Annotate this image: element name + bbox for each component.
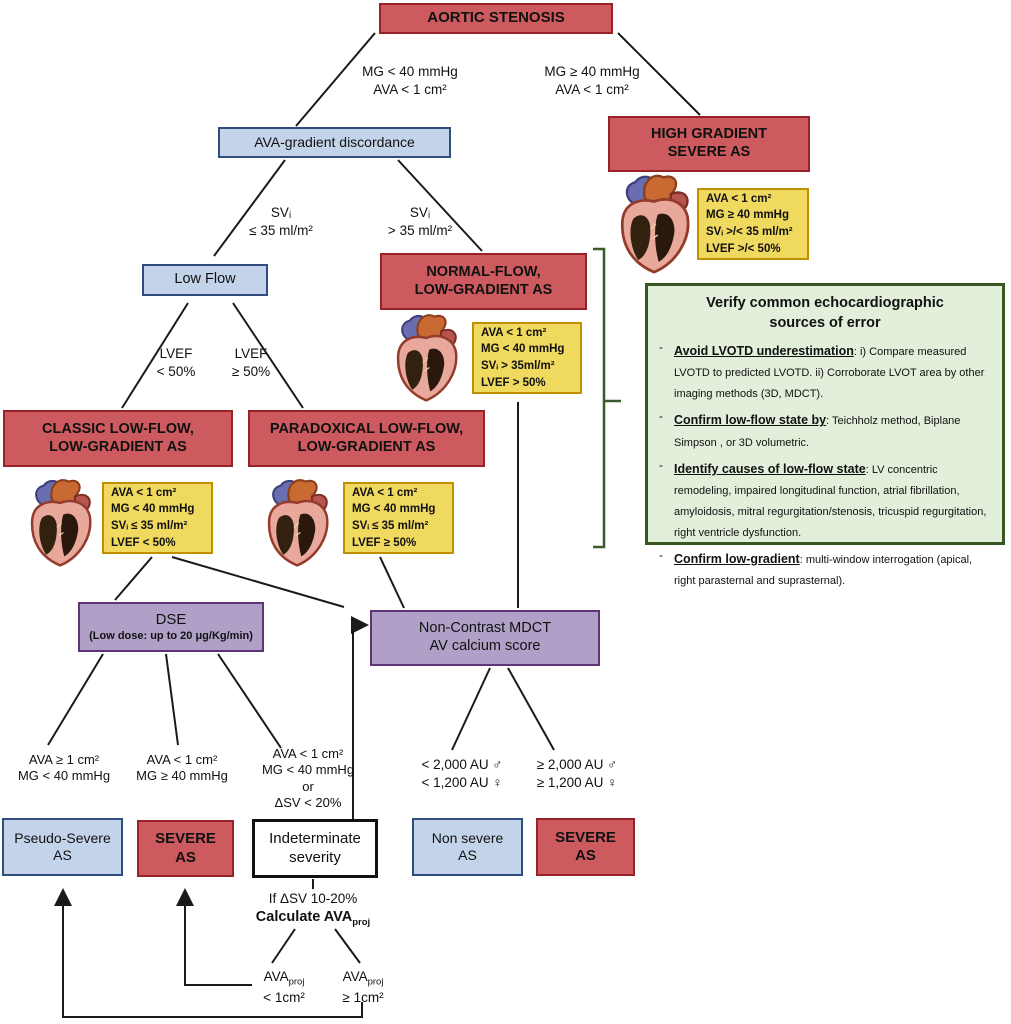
heart-illustration [261,472,335,570]
node-mdct-calcium-score: Non-Contrast MDCT AV calcium score [370,610,600,666]
node-normal-flow-low-gradient-as: NORMAL-FLOW, LOW-GRADIENT AS [380,253,587,310]
criteria-line: AVA < 1 cm² [111,486,177,499]
branch-label-dse-indeterminate: AVA < 1 cm² MG < 40 mmHg or ΔSV < 20% [261,746,355,810]
node-aortic-stenosis: AORTIC STENOSIS [379,3,613,34]
node-label: NORMAL-FLOW, [426,263,541,280]
node-label: SEVERE [555,828,616,846]
branch-label-mdct-severe: ≥ 2,000 AU ♂ ≥ 1,200 AU ♀ [536,757,618,790]
node-dse: DSE (Low dose: up to 20 μg/Kg/min) [78,602,264,652]
error-item: - Identify causes of low-flow state: LV … [648,458,1002,542]
label-calculate-ava-proj: If ΔSV 10-20% Calculate AVAproj [255,891,371,928]
node-label: AS [458,847,477,863]
criteria-line: AVA < 1 cm² [481,326,547,339]
branch-label-lvef-low: LVEF < 50% [156,346,196,379]
branch-label-svi-high: SVᵢ > 35 ml/m² [387,205,453,238]
criteria-box-normal-flow: AVA < 1 cm² MG < 40 mmHg SVᵢ > 35ml/m² L… [472,322,582,394]
node-label: SEVERE [155,830,216,848]
node-label: AS [53,847,72,863]
node-label: CLASSIC LOW-FLOW, [42,420,194,437]
criteria-box-classic: AVA < 1 cm² MG < 40 mmHg SVᵢ ≤ 35 ml/m² … [102,482,213,554]
node-label: Non-Contrast MDCT [418,620,552,637]
node-label: LOW-GRADIENT AS [297,438,436,455]
node-label: PARADOXICAL LOW-FLOW, [269,420,464,437]
brace-to-error-box [593,247,621,549]
node-indeterminate-severity: Indeterminate severity [252,819,378,878]
bullet-dash: - [659,409,663,424]
node-label: Non severe [431,829,504,846]
branch-label-mg-ge40: MG ≥ 40 mmHg AVA < 1 cm² [544,64,640,97]
node-label: AORTIC STENOSIS [427,9,565,27]
node-label: AS [575,847,596,864]
node-label: LOW-GRADIENT AS [49,438,187,455]
error-item: - Avoid LVOTD underestimation: i) Compar… [648,340,1002,403]
node-label: HIGH GRADIENT [651,126,767,143]
node-label: Low Flow [174,271,236,288]
heart-illustration [613,170,697,274]
criteria-line: SVᵢ >/< 35 ml/m² [706,226,793,238]
branch-label-dse-severe: AVA < 1 cm² MG ≥ 40 mmHg [136,752,228,784]
node-label: DSE [155,610,187,628]
error-item: - Confirm low-gradient: multi-window int… [648,548,1002,590]
criteria-line: LVEF < 50% [111,536,176,549]
heart-illustration [386,310,468,402]
node-severe-as-mdct: SEVERE AS [536,818,635,876]
criteria-line: LVEF >/< 50% [706,242,781,255]
branch-label-mg-lt40: MG < 40 mmHg AVA < 1 cm² [362,64,458,97]
criteria-box-high-gradient: AVA < 1 cm² MG ≥ 40 mmHg SVᵢ >/< 35 ml/m… [697,188,809,260]
error-panel-items: - Avoid LVOTD underestimation: i) Compar… [648,340,1002,590]
node-label: Pseudo-Severe [14,829,111,846]
branch-label-lvef-high: LVEF ≥ 50% [231,346,271,379]
node-label: Indeterminate [269,830,361,848]
node-label: SEVERE AS [667,144,751,160]
error-item: - Confirm low-flow state by: Teichholz m… [648,409,1002,451]
bullet-dash: - [659,340,663,355]
node-label: LOW-GRADIENT AS [414,281,553,298]
heart-illustration [24,472,98,570]
criteria-line: SVᵢ > 35ml/m² [481,360,555,372]
node-label: AV calcium score [429,638,541,654]
criteria-line: MG < 40 mmHg [481,343,565,356]
label-ava-proj-ge-1: AVAproj ≥ 1cm² [342,969,384,1006]
bullet-dash: - [659,548,663,563]
criteria-box-paradoxical: AVA < 1 cm² MG < 40 mmHg SVᵢ ≤ 35 ml/m² … [343,482,454,554]
error-panel-title: Verify common echocardiographic sources … [706,295,944,331]
node-paradoxical-low-flow-low-gradient-as: PARADOXICAL LOW-FLOW, LOW-GRADIENT AS [248,410,485,467]
node-ava-gradient-discordance: AVA-gradient discordance [218,127,451,158]
node-pseudo-severe-as: Pseudo-Severe AS [2,818,123,876]
node-label: AS [175,848,196,866]
branch-label-svi-low: SVᵢ ≤ 35 ml/m² [249,205,313,238]
bullet-dash: - [659,457,663,472]
criteria-line: SVᵢ ≤ 35 ml/m² [352,520,429,532]
error-sources-panel: Verify common echocardiographic sources … [645,283,1005,587]
branch-label-dse-pseudo: AVA ≥ 1 cm² MG < 40 mmHg [17,752,111,784]
criteria-line: MG ≥ 40 mmHg [706,209,789,222]
node-label: severity [289,848,341,866]
criteria-line: MG < 40 mmHg [352,503,436,516]
node-severe-as-dse: SEVERE AS [137,820,234,877]
node-high-gradient-severe-as: HIGH GRADIENT SEVERE AS [608,116,810,172]
criteria-line: MG < 40 mmHg [111,503,195,516]
criteria-line: SVᵢ ≤ 35 ml/m² [111,520,188,532]
node-classic-low-flow-low-gradient-as: CLASSIC LOW-FLOW, LOW-GRADIENT AS [3,410,233,467]
node-non-severe-as: Non severe AS [412,818,523,876]
branch-label-mdct-nonsevere: < 2,000 AU ♂ < 1,200 AU ♀ [421,757,503,790]
node-sublabel: (Low dose: up to 20 μg/Kg/min) [89,629,253,642]
criteria-line: AVA < 1 cm² [352,486,418,499]
node-label: AVA-gradient discordance [254,133,415,150]
node-low-flow: Low Flow [142,264,268,296]
label-ava-proj-lt-1: AVAproj < 1cm² [263,969,305,1006]
criteria-line: AVA < 1 cm² [706,192,772,205]
criteria-line: LVEF ≥ 50% [352,536,417,549]
criteria-line: LVEF > 50% [481,376,546,389]
